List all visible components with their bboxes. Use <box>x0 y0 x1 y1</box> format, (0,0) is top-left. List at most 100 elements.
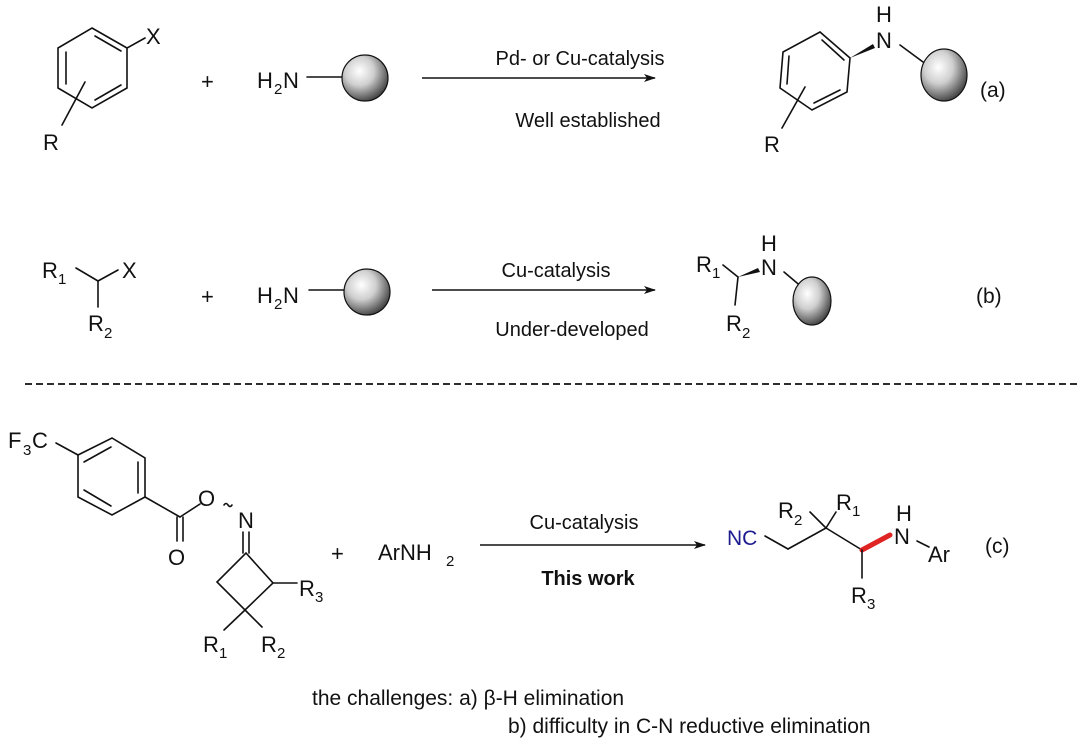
oxime-n: N <box>238 508 254 533</box>
ring-r2: R <box>261 632 277 657</box>
new-cn-bond <box>859 532 893 553</box>
condition-bottom: Under-developed <box>495 319 648 341</box>
benzene-ring <box>779 31 851 111</box>
substrate-sphere-icon <box>341 54 389 102</box>
product-h: H <box>876 2 892 27</box>
amine-subscript: 2 <box>274 296 282 313</box>
wedge-bond <box>738 268 760 277</box>
amine-reagent: H 2 N <box>257 268 391 316</box>
product-h: H <box>761 231 777 256</box>
reaction-b: R 1 X R 2 + H 2 N Cu-catalysis Under-dev… <box>42 231 1002 342</box>
double-bond <box>94 35 122 52</box>
double-bond <box>786 55 790 85</box>
double-bond <box>94 84 122 101</box>
challenge-line-2: b) difficulty in C-N reductive eliminati… <box>508 715 871 738</box>
substituent-r: R <box>43 130 59 155</box>
carbonyl-o: O <box>168 545 185 570</box>
ester-o: O <box>198 486 215 511</box>
substituent-x: X <box>146 24 161 49</box>
challenge-line-1: the challenges: a) β-H elimination <box>312 687 624 710</box>
c-x-bond <box>126 37 146 49</box>
cyclobutane-ring <box>215 551 275 612</box>
product-n: N <box>761 255 777 280</box>
product-r2: R <box>726 311 742 336</box>
c-r1-bond <box>223 609 246 631</box>
product-r2-subscript: 2 <box>742 325 750 342</box>
r2-subscript: 2 <box>104 325 112 342</box>
nitrile-group: NC <box>727 527 757 550</box>
ring-r3: R <box>299 576 315 601</box>
double-bond <box>821 39 845 61</box>
r1-subscript: 1 <box>58 271 66 288</box>
benzene-ring <box>57 27 128 109</box>
condition-bottom: This work <box>541 568 635 590</box>
product-r1-subscript: 1 <box>852 503 860 520</box>
substrate-sphere-icon <box>343 268 391 316</box>
ring-r1: R <box>203 632 219 657</box>
product-r2: R <box>778 498 794 523</box>
plus-sign: + <box>331 541 344 566</box>
product-n: N <box>876 28 892 53</box>
aryl-amine-product: H N R <box>764 2 968 157</box>
product-h: H <box>896 501 912 526</box>
cf3-ring-bond <box>55 442 79 456</box>
reaction-label: (b) <box>976 285 1002 308</box>
n-ar-bond <box>916 540 930 548</box>
amino-nitrile-product: NC R 2 R 1 R 3 H N Ar <box>727 490 950 613</box>
product-r1: R <box>836 490 852 515</box>
x-label: X <box>122 258 137 283</box>
alkyl-halide-reactant: R 1 X R 2 <box>42 258 137 342</box>
r-bond <box>61 81 86 126</box>
cf3-subscript: 3 <box>23 442 31 459</box>
c-r1-bond <box>722 264 739 278</box>
aniline-label: ArNH <box>378 540 432 565</box>
amine-n: N <box>283 283 299 308</box>
double-bond <box>83 489 112 507</box>
product-r2-subscript: 2 <box>794 512 802 529</box>
substrate-sphere-icon <box>920 48 968 102</box>
c-r2-bond <box>244 609 263 628</box>
amine-n: N <box>283 68 299 93</box>
amine-subscript: 2 <box>274 81 282 98</box>
aryl-halide-reactant: X R <box>43 24 161 155</box>
ch2-c-bond <box>787 527 827 550</box>
reaction-c: F 3 C O O N R 3 R 1 R <box>8 428 1010 662</box>
reaction-label: (c) <box>985 535 1010 558</box>
product-n: N <box>894 524 910 549</box>
wedge-bond <box>850 44 875 58</box>
c-r1-bond <box>75 267 99 282</box>
r1-label: R <box>42 258 58 283</box>
plus-sign: + <box>201 284 214 309</box>
r2-label: R <box>88 311 104 336</box>
substrate-sphere-icon <box>792 276 832 326</box>
condition-top: Cu-catalysis <box>502 260 611 282</box>
cf3-c: C <box>32 428 48 453</box>
challenges-note: the challenges: a) β-H elimination b) di… <box>312 687 871 738</box>
product-r3-subscript: 3 <box>867 596 875 613</box>
product-r3: R <box>851 583 867 608</box>
ring-r1-subscript: 1 <box>219 645 227 662</box>
cf3-f: F <box>8 428 21 453</box>
c-ch-bond <box>825 527 863 551</box>
product-ar: Ar <box>928 542 950 567</box>
c-r2-bond <box>734 276 739 306</box>
condition-top: Cu-catalysis <box>530 512 639 534</box>
oxime-ester-reactant: F 3 C O O N R 3 R 1 R <box>8 428 323 662</box>
r-bond <box>781 86 806 129</box>
alkyl-amine-product: R 1 R 2 H N <box>696 231 832 342</box>
c-x-bond <box>97 269 119 282</box>
amine-h: H <box>257 68 273 93</box>
reaction-label: (a) <box>980 79 1006 102</box>
ring-carbonyl-bond <box>144 496 181 518</box>
wavy-bond <box>223 502 233 508</box>
ring-r3-subscript: 3 <box>315 589 323 606</box>
n-sphere-bond <box>899 44 924 63</box>
product-r1-subscript: 1 <box>712 265 720 282</box>
benzene-ring <box>77 437 146 516</box>
condition-top: Pd- or Cu-catalysis <box>496 48 665 70</box>
c-o-bond <box>179 503 201 518</box>
double-bond <box>83 446 112 463</box>
aniline-subscript: 2 <box>446 553 454 570</box>
ring-r2-subscript: 2 <box>277 645 285 662</box>
